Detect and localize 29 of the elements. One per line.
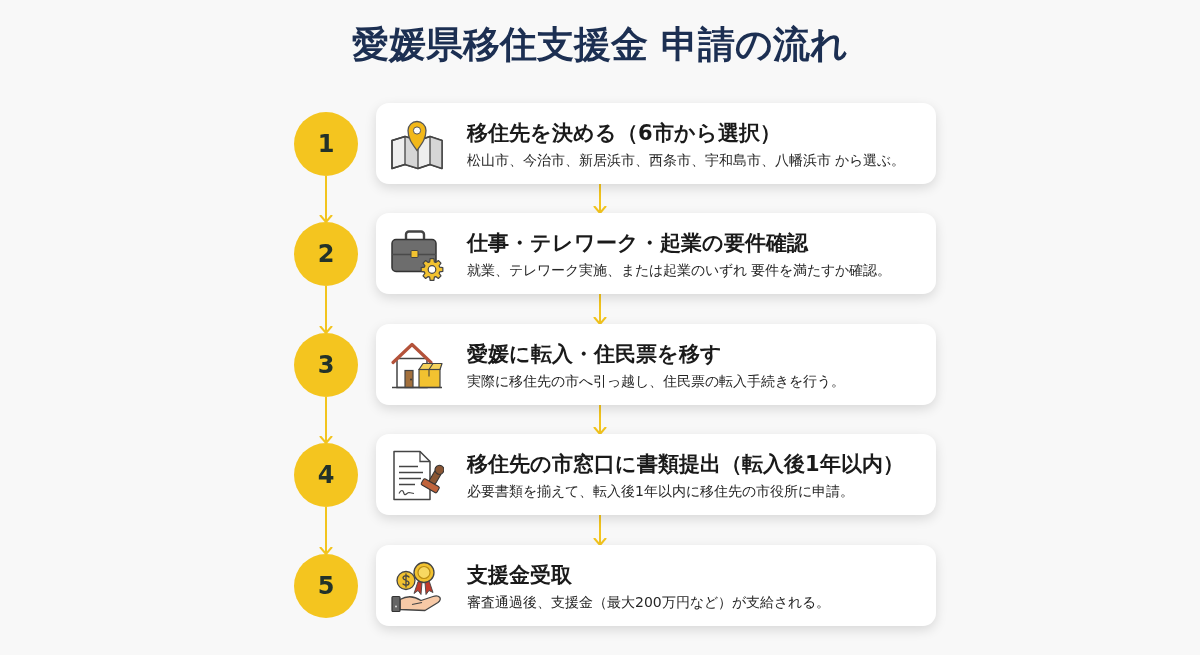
number-circle: 1 bbox=[294, 112, 358, 176]
number-circle: 5 bbox=[294, 554, 358, 618]
step-heading: 移住先を決める（6市から選択） bbox=[467, 120, 781, 147]
arrow bbox=[593, 293, 607, 325]
step-description: 審査通過後、支援金（最大200万円など）が支給される。 bbox=[467, 593, 830, 612]
step-description: 松山市、今治市、新居浜市、西条市、宇和島市、八幡浜市 から選ぶ。 bbox=[467, 151, 906, 170]
step-heading: 仕事・テレワーク・起業の要件確認 bbox=[467, 230, 808, 257]
step-description: 必要書類を揃えて、転入後1年以内に移住先の市役所に申請。 bbox=[467, 482, 854, 501]
arrow bbox=[319, 175, 333, 223]
step-card bbox=[376, 103, 936, 184]
number-circle: 4 bbox=[294, 443, 358, 507]
step-heading: 愛媛に転入・住民票を移す bbox=[467, 341, 722, 368]
arrow bbox=[319, 396, 333, 444]
number-circle: 2 bbox=[294, 222, 358, 286]
step-heading: 移住先の市窓口に書類提出（転入後1年以内） bbox=[467, 451, 904, 478]
arrow bbox=[593, 404, 607, 435]
title: 愛媛県移住支援金 申請の流れ bbox=[352, 22, 848, 68]
step-description: 実際に移住先の市へ引っ越し、住民票の転入手続きを行う。 bbox=[467, 372, 845, 391]
number-circle: 3 bbox=[294, 333, 358, 397]
arrow bbox=[319, 285, 333, 334]
step-heading: 支援金受取 bbox=[467, 562, 572, 589]
step-card bbox=[376, 213, 936, 294]
arrow bbox=[319, 506, 333, 555]
step-card bbox=[376, 324, 936, 405]
arrow bbox=[593, 183, 607, 214]
step-card bbox=[376, 545, 936, 626]
step-description: 就業、テレワーク実施、または起業のいずれ 要件を満たすか確認。 bbox=[467, 261, 892, 280]
step-card bbox=[376, 434, 936, 515]
arrow bbox=[593, 514, 607, 546]
